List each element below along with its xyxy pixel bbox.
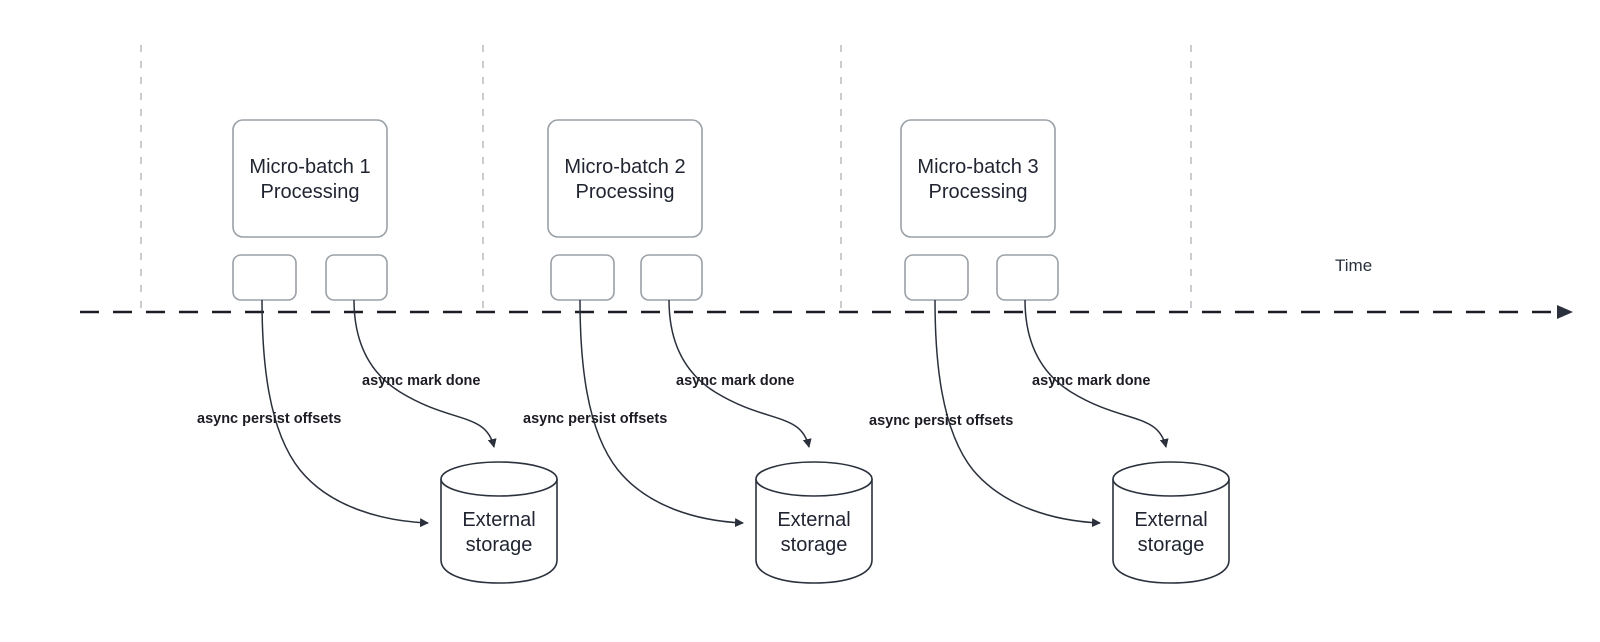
batch-3-process-box[interactable] [900, 119, 1056, 238]
batch-1-task-right-box[interactable] [325, 254, 388, 301]
storage-1-cylinder[interactable] [440, 461, 558, 584]
batch-2-mark-done-label: async mark done [676, 373, 795, 389]
batch-2-group [547, 119, 873, 584]
batch-3-mark-done-label: async mark done [1032, 373, 1151, 389]
time-axis-label: Time [1335, 256, 1373, 275]
batch-2-process-box[interactable] [547, 119, 703, 238]
batch-2-task-left-box[interactable] [550, 254, 615, 301]
batch-3-task-right-box[interactable] [996, 254, 1059, 301]
batch-1-persist-offsets-label: async persist offsets [197, 411, 342, 427]
storage-3-cylinder[interactable] [1112, 461, 1230, 584]
timeline-arrow-icon [1557, 305, 1573, 319]
batch-1-process-box[interactable] [232, 119, 388, 238]
batch-1-mark-done-label: async mark done [362, 373, 481, 389]
batch-1-group [232, 119, 558, 584]
batch-3-persist-offsets-label: async persist offsets [869, 413, 1014, 429]
batch-1-task-left-box[interactable] [232, 254, 297, 301]
timeline-tick-group [140, 45, 1192, 312]
batch-3-task-left-box[interactable] [904, 254, 969, 301]
storage-2-cylinder[interactable] [755, 461, 873, 584]
batch-3-group [900, 119, 1230, 584]
batch-3-persist-offsets-edge [934, 299, 1101, 528]
batch-2-task-right-box[interactable] [640, 254, 703, 301]
batch-1-mark-done-edge [353, 299, 497, 448]
batch-3-mark-done-edge [1024, 299, 1169, 448]
batch-2-persist-offsets-label: async persist offsets [523, 411, 668, 427]
batch-2-persist-offsets-edge [579, 299, 744, 528]
timeline-axis [80, 305, 1573, 319]
batch-1-persist-offsets-edge [261, 299, 429, 528]
batch-2-mark-done-edge [668, 299, 812, 448]
